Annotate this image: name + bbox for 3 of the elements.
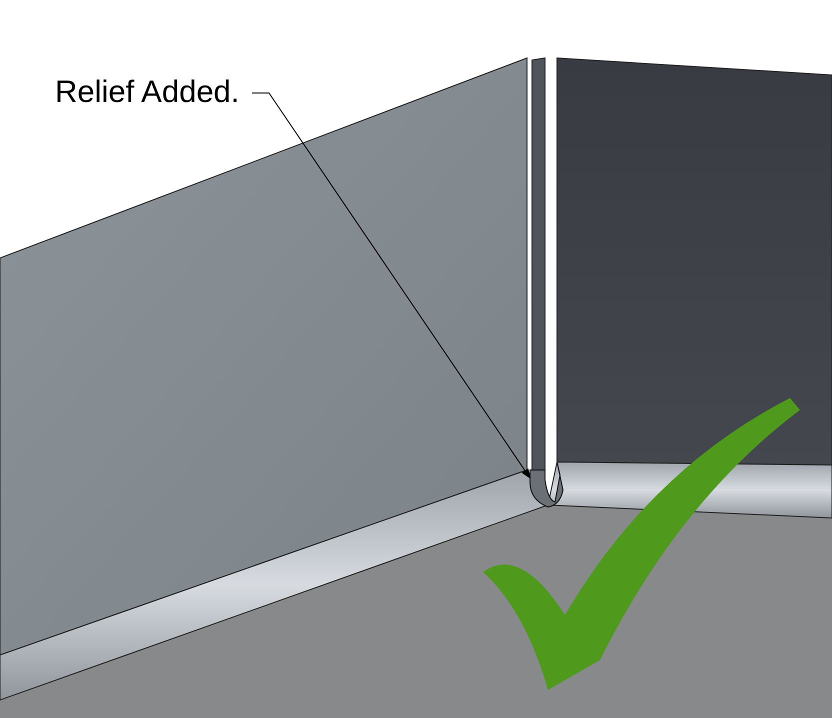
callout-text: Relief Added. — [55, 75, 240, 109]
relief-cutout — [530, 462, 564, 508]
leader-line — [252, 92, 531, 479]
